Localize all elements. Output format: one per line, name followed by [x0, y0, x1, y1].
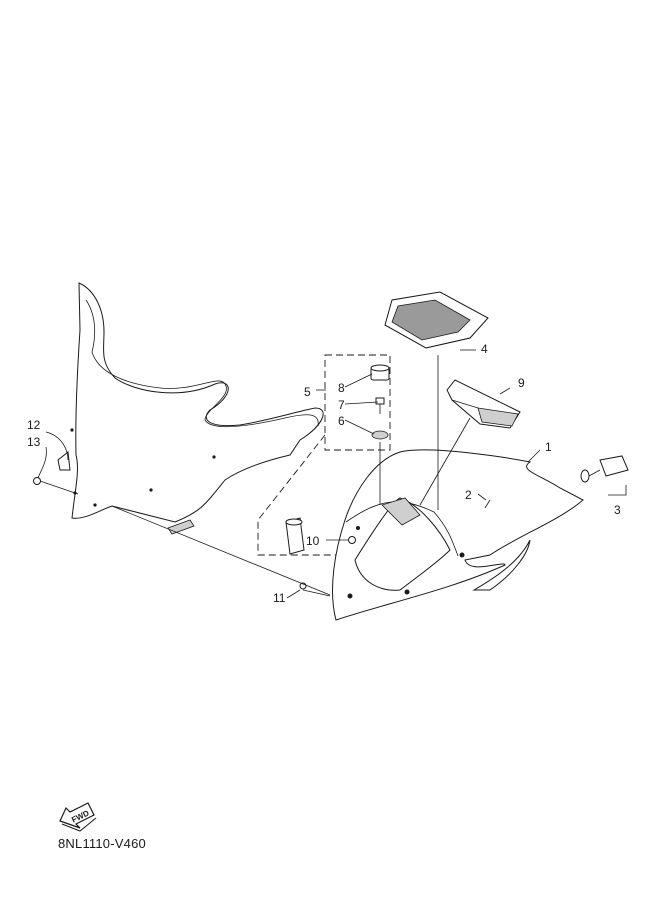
callout-12: 12 — [27, 418, 41, 432]
screw-7 — [375, 397, 385, 414]
leader-lines — [37, 349, 627, 599]
meter-cover — [384, 291, 489, 349]
fastener-3 — [580, 455, 629, 483]
screw-10 — [348, 536, 356, 544]
callout-9: 9 — [518, 376, 525, 390]
meter-unit — [446, 379, 521, 429]
bolt-13 — [33, 477, 79, 495]
front-cowl — [332, 449, 584, 621]
grommet-8 — [370, 364, 390, 381]
diagram-code: 8NL1110-V460 — [58, 836, 146, 851]
callout-11: 11 — [273, 591, 286, 605]
callout-7: 7 — [338, 398, 345, 412]
callout-5: 5 — [304, 385, 311, 399]
fwd-arrow-icon: FWD — [59, 802, 97, 832]
callout-3: 3 — [614, 503, 621, 517]
nut-6 — [371, 430, 389, 440]
callout-1: 1 — [545, 440, 552, 454]
callout-10: 10 — [306, 534, 320, 548]
group-5-box — [324, 354, 391, 451]
callout-4: 4 — [481, 342, 488, 356]
callout-6: 6 — [338, 414, 345, 428]
windshield — [57, 282, 324, 535]
group-5-dashed-path — [257, 434, 348, 556]
callout-2: 2 — [465, 488, 472, 502]
callout-8: 8 — [338, 381, 345, 395]
socket-fitting — [285, 517, 305, 555]
callout-13: 13 — [27, 435, 41, 449]
